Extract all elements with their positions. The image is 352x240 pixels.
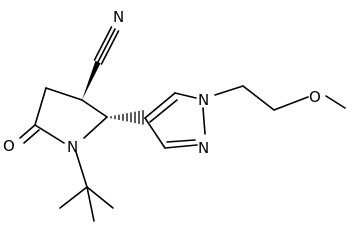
- bond-tbu-me2: [86, 186, 114, 209]
- bond-o-ch3: [325, 95, 346, 109]
- wedge-bond-c3-cn: [82, 60, 101, 100]
- bond-c2-c3: [81, 99, 108, 118]
- bond-c4-c5: [34, 87, 47, 126]
- bond-ch2-o: [273, 96, 309, 111]
- bond-n2p-c3p-b: [166, 139, 196, 143]
- bond-n2p-c3p-a: [164, 144, 198, 149]
- bond-tbu-me1: [59, 186, 88, 209]
- nitrile-nitrogen-label: N: [113, 8, 124, 26]
- lactam-nitrogen-label: N: [67, 138, 78, 156]
- bond-lines: [19, 26, 346, 222]
- hashed-bond-c2-pyrazole: [110, 110, 144, 125]
- bond-tbu-me3: [86, 186, 95, 222]
- bond-c4p-c5p-b: [149, 99, 178, 123]
- bond-n1-ctbu: [75, 151, 88, 188]
- bond-n1p-n2p: [202, 107, 206, 135]
- methoxy-oxygen-label: O: [309, 88, 321, 106]
- bond-c5-o-b: [23, 129, 40, 144]
- bond-n1-c2: [83, 116, 108, 139]
- bond-c3p-c4p: [144, 117, 166, 149]
- bond-n1p-ch2: [214, 85, 244, 96]
- bond-c4p-c5p-a: [144, 92, 176, 119]
- pyrazole-n1-label: N: [198, 91, 209, 109]
- bond-cn-triple-b: [100, 30, 120, 65]
- bond-c5-n1: [34, 124, 65, 144]
- bond-ch2-ch2: [242, 85, 275, 111]
- bond-c5p-n1p: [174, 92, 197, 99]
- molecule-structure: N N N N O O: [3, 8, 346, 222]
- bond-cn-triple-a: [93, 26, 113, 61]
- bond-c3-c4: [45, 87, 83, 101]
- bond-c5-o-a: [19, 124, 36, 139]
- bond-cn-c: [97, 28, 116, 63]
- pyrazole-n2-label: N: [198, 139, 209, 157]
- carbonyl-oxygen-label: O: [3, 137, 15, 155]
